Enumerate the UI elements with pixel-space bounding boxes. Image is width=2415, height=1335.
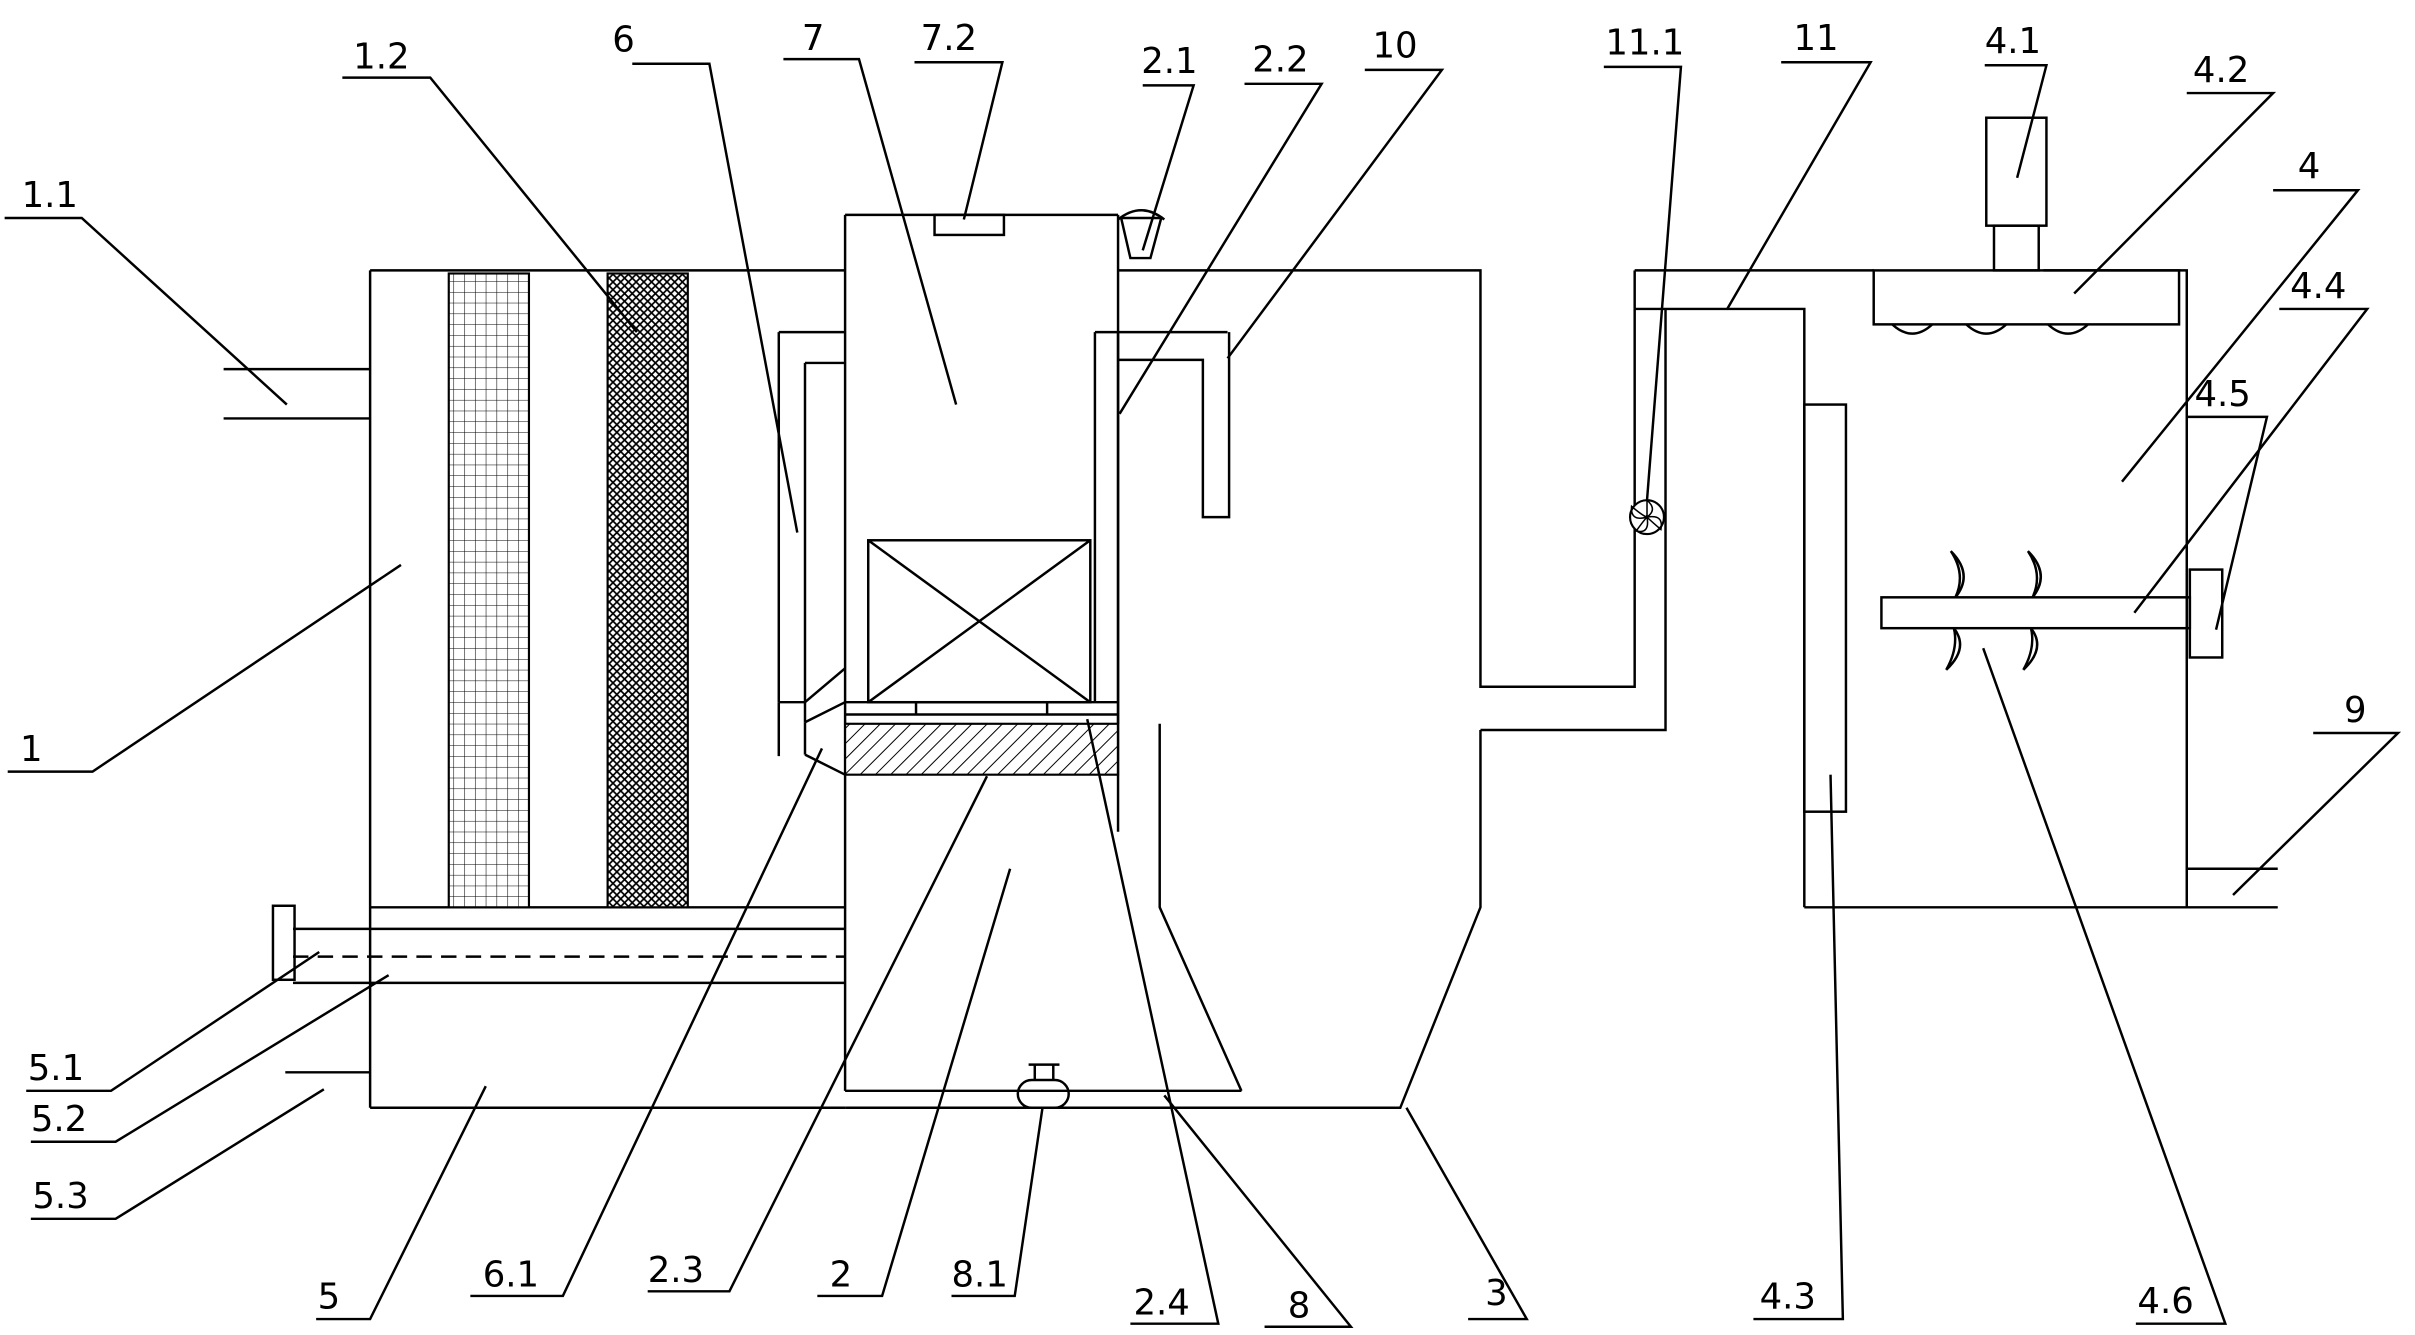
labels: 1.1 1.2 6 7 7.2 2.1 2.2 10 11.1 11 4.1 4…: [20, 18, 2367, 1327]
label-5-2: 5.2: [31, 1099, 87, 1140]
plate-4-3: [1803, 403, 1848, 813]
tank-3: [845, 269, 1806, 1110]
label-4-5: 4.5: [2194, 374, 2250, 415]
label-4-4: 4.4: [2290, 266, 2346, 307]
pipe-2-2: [1093, 330, 1231, 832]
motor-4-1: [1985, 116, 2048, 227]
outlet-pipe-9: [2186, 867, 2278, 909]
label-2-1: 2.1: [1141, 41, 1197, 82]
label-11-1: 11.1: [1605, 22, 1684, 63]
label-11: 11: [1794, 18, 1839, 59]
tube-5-2: [271, 904, 846, 985]
tank-4: [1633, 116, 2278, 909]
label-1: 1: [20, 729, 43, 770]
valve-5-1: [271, 904, 296, 982]
label-5-1: 5.1: [28, 1048, 84, 1089]
tank-1: [368, 269, 846, 1110]
label-2: 2: [830, 1255, 853, 1296]
label-10: 10: [1373, 26, 1418, 67]
label-4-1: 4.1: [1985, 21, 2041, 62]
label-2-4: 2.4: [1133, 1282, 1189, 1323]
leader-lines: [4, 57, 2402, 1329]
hatched-plate-2-3: [844, 722, 1120, 776]
label-1-1: 1.1: [22, 175, 78, 216]
filter-layer-1-2: [606, 272, 689, 909]
pump-11-1: [1628, 498, 1666, 536]
label-8-1: 8.1: [952, 1255, 1008, 1296]
label-6-1: 6.1: [483, 1255, 539, 1296]
block-4-5: [2188, 568, 2224, 659]
inlet-pipe-1-1: [223, 367, 371, 420]
label-2-3: 2.3: [648, 1250, 704, 1291]
pipe-6: [777, 330, 846, 776]
label-8: 8: [1288, 1286, 1311, 1327]
label-5: 5: [318, 1276, 341, 1317]
label-3: 3: [1485, 1273, 1508, 1314]
label-7-2: 7.2: [921, 18, 977, 59]
label-4: 4: [2298, 146, 2321, 187]
label-7: 7: [802, 18, 825, 59]
label-4-6: 4.6: [2137, 1281, 2193, 1322]
label-6: 6: [612, 19, 635, 60]
label-1-2: 1.2: [353, 36, 409, 77]
valve-8-1: [1016, 1078, 1070, 1110]
label-5-3: 5.3: [32, 1176, 88, 1217]
nozzle-2-1: [1117, 209, 1166, 260]
label-2-2: 2.2: [1252, 39, 1308, 80]
label-4-3: 4.3: [1760, 1276, 1816, 1317]
filter-layer-grid: [447, 272, 531, 909]
bar-4-2: [1872, 269, 2181, 326]
label-4-2: 4.2: [2193, 50, 2249, 91]
label-9: 9: [2344, 690, 2367, 731]
port-7-2: [933, 213, 1006, 237]
